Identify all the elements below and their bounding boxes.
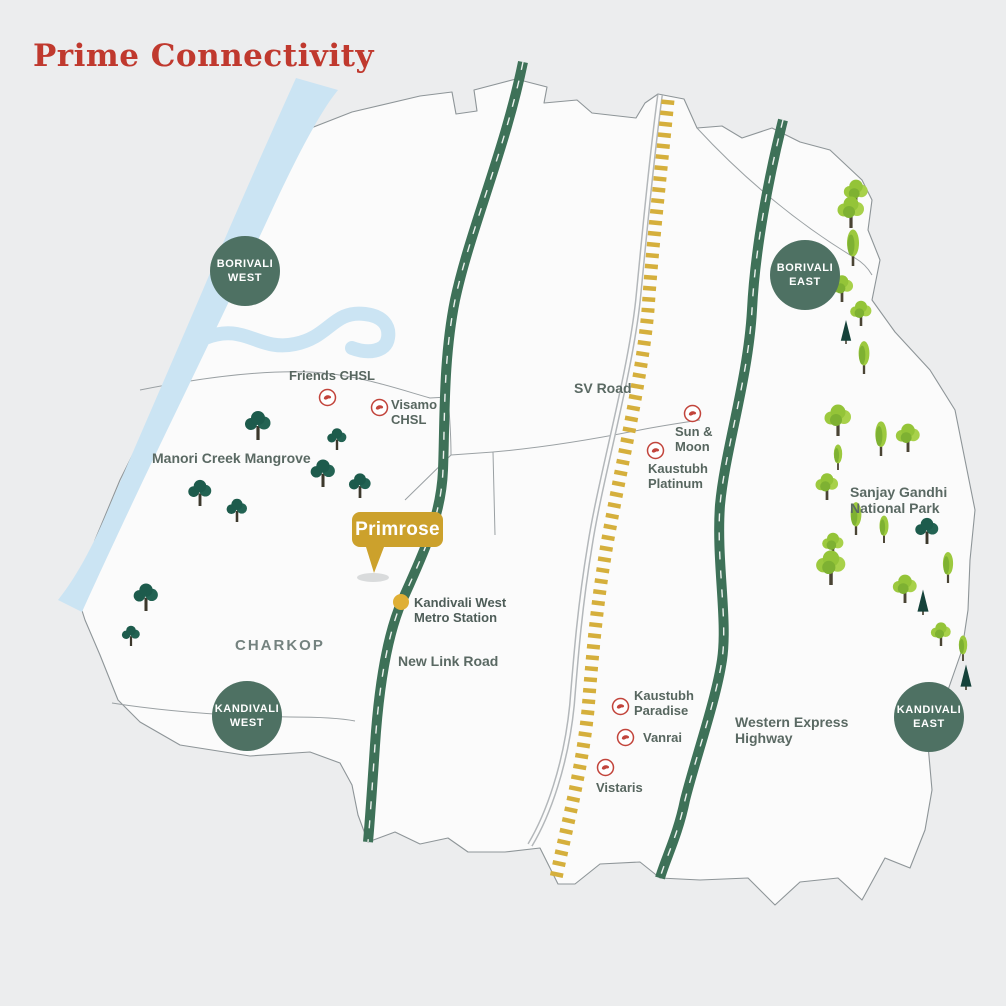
label-western-express-highway: Western Express Highway bbox=[735, 714, 849, 747]
label-charkop: CHARKOP bbox=[235, 637, 325, 654]
landmark-marker-icon bbox=[596, 758, 615, 777]
landmass-outline bbox=[77, 78, 976, 906]
landmark-label: Kaustubh Platinum bbox=[648, 461, 708, 492]
landmark-marker-icon bbox=[646, 441, 665, 460]
badge-line: EAST bbox=[913, 718, 945, 730]
label-new-link-road: New Link Road bbox=[398, 653, 499, 669]
landmark-marker-icon bbox=[318, 388, 337, 407]
badge-borivali-west: BORIVALI WEST bbox=[210, 236, 280, 306]
landmark-label: Vistaris bbox=[596, 780, 643, 795]
primrose-location-bubble: Primrose bbox=[352, 512, 443, 573]
badge-line: EAST bbox=[789, 276, 821, 288]
landmark-marker-icon bbox=[370, 398, 389, 417]
landmark-label: Visamo CHSL bbox=[391, 397, 438, 428]
badge-kandivali-west: KANDIVALI WEST bbox=[212, 681, 282, 751]
badge-borivali-east: BORIVALI EAST bbox=[770, 240, 840, 310]
western-express-highway-path bbox=[655, 118, 788, 880]
badge-line: KANDIVALI bbox=[896, 704, 962, 716]
primrose-pin-shadow bbox=[357, 573, 389, 582]
landmark-label: Sun & Moon bbox=[675, 424, 713, 455]
creek-branch-river bbox=[198, 306, 396, 359]
landmark-marker-icon bbox=[611, 697, 630, 716]
landmark-marker-icon bbox=[683, 404, 702, 423]
badge-kandivali-east: KANDIVALI EAST bbox=[894, 682, 964, 752]
label-sanjay-gandhi-national-park: Sanjay Gandhi National Park bbox=[850, 484, 948, 517]
landmark-label: Vanrai bbox=[643, 730, 683, 745]
railway-line bbox=[549, 99, 675, 880]
tree-icon bbox=[960, 664, 972, 690]
sv-road-path bbox=[527, 94, 663, 847]
badge-line: BORIVALI bbox=[216, 258, 274, 270]
region-boundaries bbox=[111, 127, 873, 722]
metro-station-dot bbox=[393, 594, 409, 610]
landmark-marker-icon bbox=[616, 728, 635, 747]
landmark-label: Kaustubh Paradise bbox=[634, 688, 694, 719]
badge-line: BORIVALI bbox=[776, 262, 834, 274]
badge-line: KANDIVALI bbox=[214, 703, 280, 715]
label-sv-road: SV Road bbox=[574, 380, 632, 396]
badge-line: WEST bbox=[227, 272, 263, 284]
label-kandivali-west-metro-station: Kandivali West Metro Station bbox=[414, 595, 507, 626]
new-link-road-path bbox=[363, 60, 528, 843]
page-title: Prime Connectivity bbox=[33, 38, 374, 74]
primrose-label: Primrose bbox=[355, 518, 440, 540]
label-manori-creek-mangrove: Manori Creek Mangrove bbox=[152, 450, 311, 466]
landmark-label: Friends CHSL bbox=[289, 368, 375, 383]
manori-creek-water bbox=[58, 78, 338, 612]
badge-line: WEST bbox=[229, 717, 265, 729]
